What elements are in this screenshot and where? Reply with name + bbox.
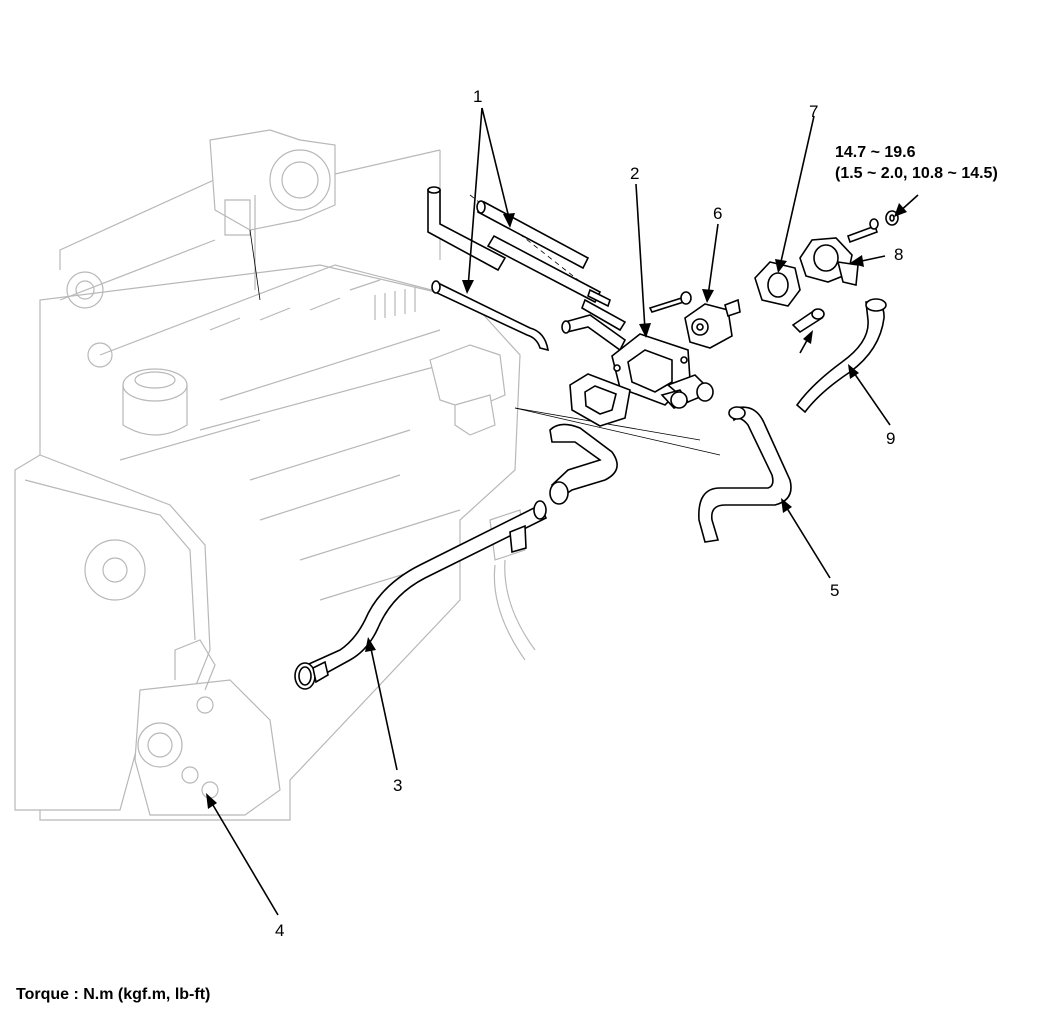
callout-4-label: 4 (275, 921, 285, 940)
part-8-fitting (791, 210, 899, 334)
part-5-hose (698, 406, 792, 543)
torque-spec-conversion: (1.5 ~ 2.0, 10.8 ~ 14.5) (835, 164, 998, 182)
callout-leaders (206, 107, 919, 916)
callout-2-label: 2 (630, 164, 640, 183)
engine-block (14, 129, 536, 821)
callout-7-label: 7 (809, 102, 819, 121)
part-6-sensor (684, 298, 741, 349)
callout-9-label: 9 (886, 429, 896, 448)
engine-hose (549, 423, 618, 505)
part-9-hose (795, 298, 887, 414)
callout-1-label: 1 (473, 87, 483, 106)
callout-5-label: 5 (830, 581, 840, 600)
torque-spec: 14.7 ~ 19.6 (1.5 ~ 2.0, 10.8 ~ 14.5) (835, 143, 998, 185)
part-2-outlet-housing (569, 291, 714, 427)
callout-8-label: 8 (894, 245, 904, 264)
callout-6-label: 6 (713, 204, 723, 223)
torque-units-note: Torque : N.m (kgf.m, lb-ft) (16, 986, 211, 1003)
callout-3-label: 3 (393, 776, 403, 795)
torque-spec-value: 14.7 ~ 19.6 (835, 144, 916, 161)
part-7-gasket (754, 261, 801, 307)
